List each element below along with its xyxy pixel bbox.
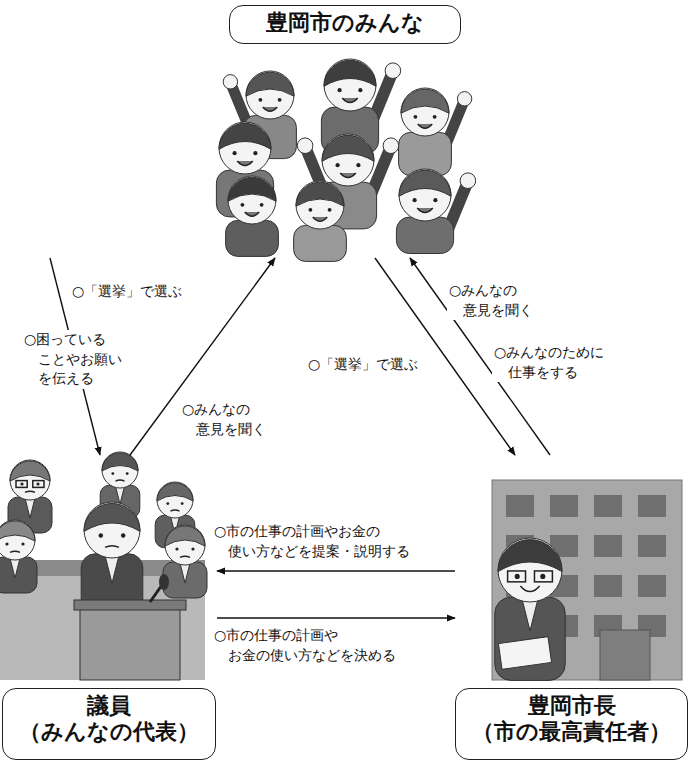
edge-label: ○「選挙」で選ぶ <box>306 355 420 375</box>
text-line: 使い方などを提案・説明する <box>214 542 410 562</box>
text-line: ○市の仕事の計画やお金の <box>214 522 410 542</box>
mayor-illustration <box>492 480 682 680</box>
text-line: 仕事をする <box>494 363 604 383</box>
node-title: （市の最高責任者） <box>470 719 673 745</box>
actor-node: 豊岡市のみんな <box>195 3 495 258</box>
text-line: 意見を聞く <box>182 420 266 440</box>
edge-label: ○市の仕事の計画やお金の使い方などを提案・説明する <box>212 522 412 561</box>
flow-arrow <box>217 570 455 571</box>
text-line: 意見を聞く <box>449 301 533 321</box>
edge-label: ○市の仕事の計画やお金の使い方などを決める <box>212 626 398 665</box>
node-title: （みんなの代表） <box>17 719 201 745</box>
label-box: 豊岡市のみんな <box>229 5 461 44</box>
text-line: ○みんなの <box>449 281 533 301</box>
text-line: ことやお願い <box>24 350 122 370</box>
note-label: ○みんなのために仕事をする <box>492 343 606 382</box>
text-line: ○市の仕事の計画や <box>214 626 396 646</box>
text-line: ○困っている <box>24 330 122 350</box>
note-label: ○困っていることやお願いを伝える <box>22 330 124 389</box>
label-box: 豊岡市長（市の最高責任者） <box>455 688 688 760</box>
actor-node: 豊岡市長（市の最高責任者） <box>455 455 688 764</box>
edge-label: ○みんなの意見を聞く <box>180 400 268 439</box>
text-line: ○みんなのために <box>494 343 604 363</box>
actor-node: 議員（みんなの代表） <box>0 455 217 764</box>
edge-label: ○みんなの意見を聞く <box>447 281 535 320</box>
text-line: お金の使い方などを決める <box>214 646 396 666</box>
label-box: 議員（みんなの代表） <box>2 688 216 760</box>
node-title: 豊岡市長 <box>470 693 673 719</box>
council-illustration <box>0 452 207 680</box>
flow-arrow <box>217 617 455 618</box>
text-line: を伝える <box>24 369 122 389</box>
node-title: 議員 <box>17 693 201 719</box>
text-line: ○みんなの <box>182 400 266 420</box>
crowd-illustration <box>216 59 475 261</box>
text-line: ○「選挙」で選ぶ <box>72 282 182 302</box>
text-line: ○「選挙」で選ぶ <box>308 355 418 375</box>
edge-label: ○「選挙」で選ぶ <box>70 282 184 302</box>
node-title: 豊岡市のみんな <box>244 10 446 36</box>
